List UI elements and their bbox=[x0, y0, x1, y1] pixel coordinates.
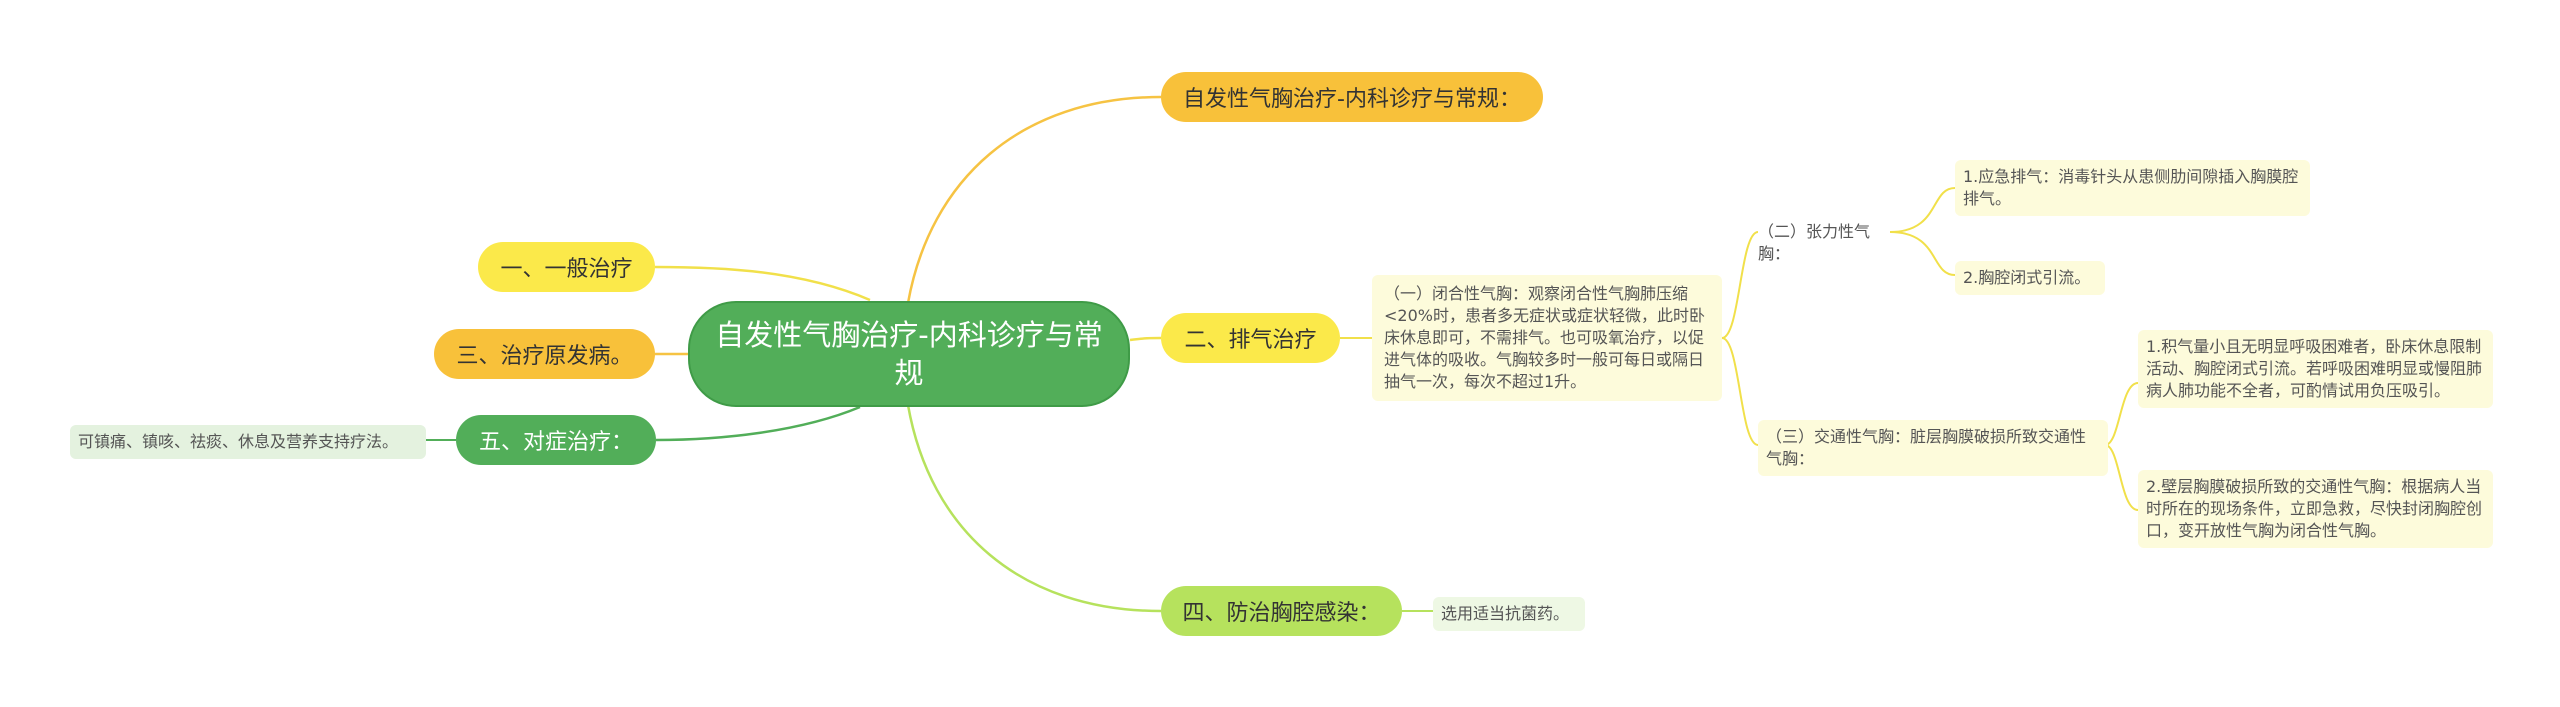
branch-infection-prevention[interactable]: 四、防治胸腔感染： bbox=[1161, 586, 1402, 636]
link-symptom bbox=[655, 405, 861, 442]
leaf-tension-pneumothorax[interactable]: （二）张力性气胸： bbox=[1758, 222, 1871, 263]
leaf-symptomatic-detail[interactable]: 可镇痛、镇咳、祛痰、休息及营养支持疗法。 bbox=[70, 425, 426, 459]
branch-symptomatic-treatment[interactable]: 五、对症治疗： bbox=[456, 415, 656, 465]
link-open-2 bbox=[2104, 444, 2139, 511]
link-tension-1 bbox=[1889, 187, 1956, 233]
branch-general-treatment[interactable]: 一、一般治疗 bbox=[478, 242, 655, 292]
link-general bbox=[654, 265, 871, 302]
branch-internal-routine[interactable]: 自发性气胸治疗-内科诊疗与常规： bbox=[1161, 72, 1543, 122]
link-tension-2 bbox=[1889, 231, 1956, 276]
branch-cause-treatment[interactable]: 三、治疗原发病。 bbox=[434, 329, 655, 379]
leaf-open-parietal[interactable]: 2.壁层胸膜破损所致的交通性气胸：根据病人当时所在的现场条件，立即急救，尽快封闭… bbox=[2138, 470, 2493, 548]
leaf-antibiotic[interactable]: 选用适当抗菌药。 bbox=[1433, 597, 1585, 631]
link-internal bbox=[906, 95, 1162, 304]
leaf-tension-emergency[interactable]: 1.应急排气：消毒针头从患侧肋间隙插入胸膜腔排气。 bbox=[1955, 160, 2310, 216]
leaf-open-small[interactable]: 1.积气量小且无明显呼吸困难者，卧床休息限制活动、胸腔闭式引流。若呼吸困难明显或… bbox=[2138, 330, 2493, 408]
link-tension bbox=[1721, 231, 1759, 339]
leaf-closed-pneumothorax[interactable]: （一）闭合性气胸：观察闭合性气胸肺压缩<20%时，患者多无症状或症状轻微，此时卧… bbox=[1372, 275, 1722, 401]
link-infection bbox=[906, 404, 1162, 613]
link-open-1 bbox=[2104, 382, 2139, 446]
root-topic[interactable]: 自发性气胸治疗-内科诊疗与常规 bbox=[688, 301, 1130, 407]
link-drainage bbox=[1129, 336, 1162, 342]
link-open bbox=[1721, 337, 1759, 446]
leaf-open-pneumothorax[interactable]: （三）交通性气胸：脏层胸膜破损所致交通性气胸： bbox=[1758, 420, 2108, 476]
leaf-tension-drainage[interactable]: 2.胸腔闭式引流。 bbox=[1955, 261, 2105, 295]
branch-drainage[interactable]: 二、排气治疗 bbox=[1161, 313, 1340, 363]
